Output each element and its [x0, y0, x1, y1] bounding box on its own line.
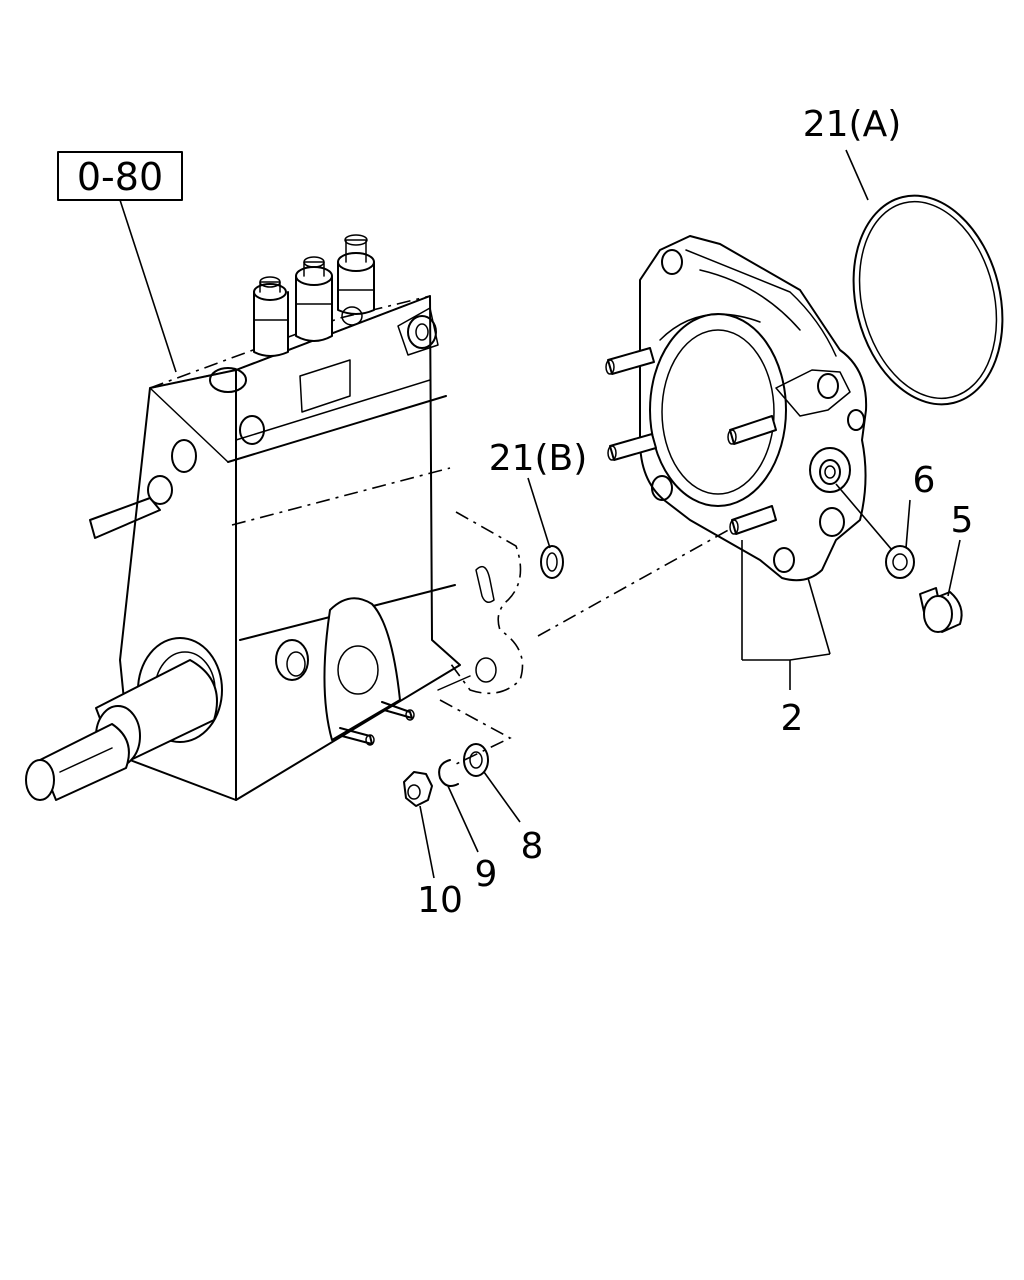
- spring-washer-9[interactable]: [438, 759, 459, 787]
- bracket-studs: [605, 347, 777, 535]
- o-ring-21b[interactable]: [540, 545, 564, 579]
- washer-6[interactable]: [885, 545, 915, 579]
- drive-shaft: [25, 637, 223, 801]
- reference-box-label: 0-80: [77, 155, 163, 199]
- nut-10[interactable]: [403, 771, 433, 807]
- pump-side-gasket: [447, 511, 524, 695]
- delivery-valve-holders: [253, 234, 375, 357]
- reference-box[interactable]: 0-80: [57, 151, 183, 201]
- o-ring-21a[interactable]: [832, 180, 1023, 421]
- callout-21a: 21(A): [803, 104, 902, 145]
- nut-assembly-path: [439, 699, 512, 767]
- injection-pump-body: [89, 234, 461, 801]
- callout-5: 5: [951, 500, 974, 541]
- leader-lines: [419, 149, 961, 879]
- callout-21b: 21(B): [489, 438, 588, 479]
- callout-2: 2: [781, 698, 804, 739]
- callout-8: 8: [521, 826, 544, 867]
- callout-6: 6: [913, 460, 936, 501]
- assembly-centerline: [537, 527, 733, 637]
- washer-8[interactable]: [463, 743, 489, 777]
- callout-9: 9: [475, 854, 498, 895]
- pump-bracket[interactable]: [605, 235, 868, 582]
- plug-5[interactable]: [919, 587, 963, 633]
- callout-10: 10: [417, 880, 463, 921]
- reference-leader: [119, 199, 177, 373]
